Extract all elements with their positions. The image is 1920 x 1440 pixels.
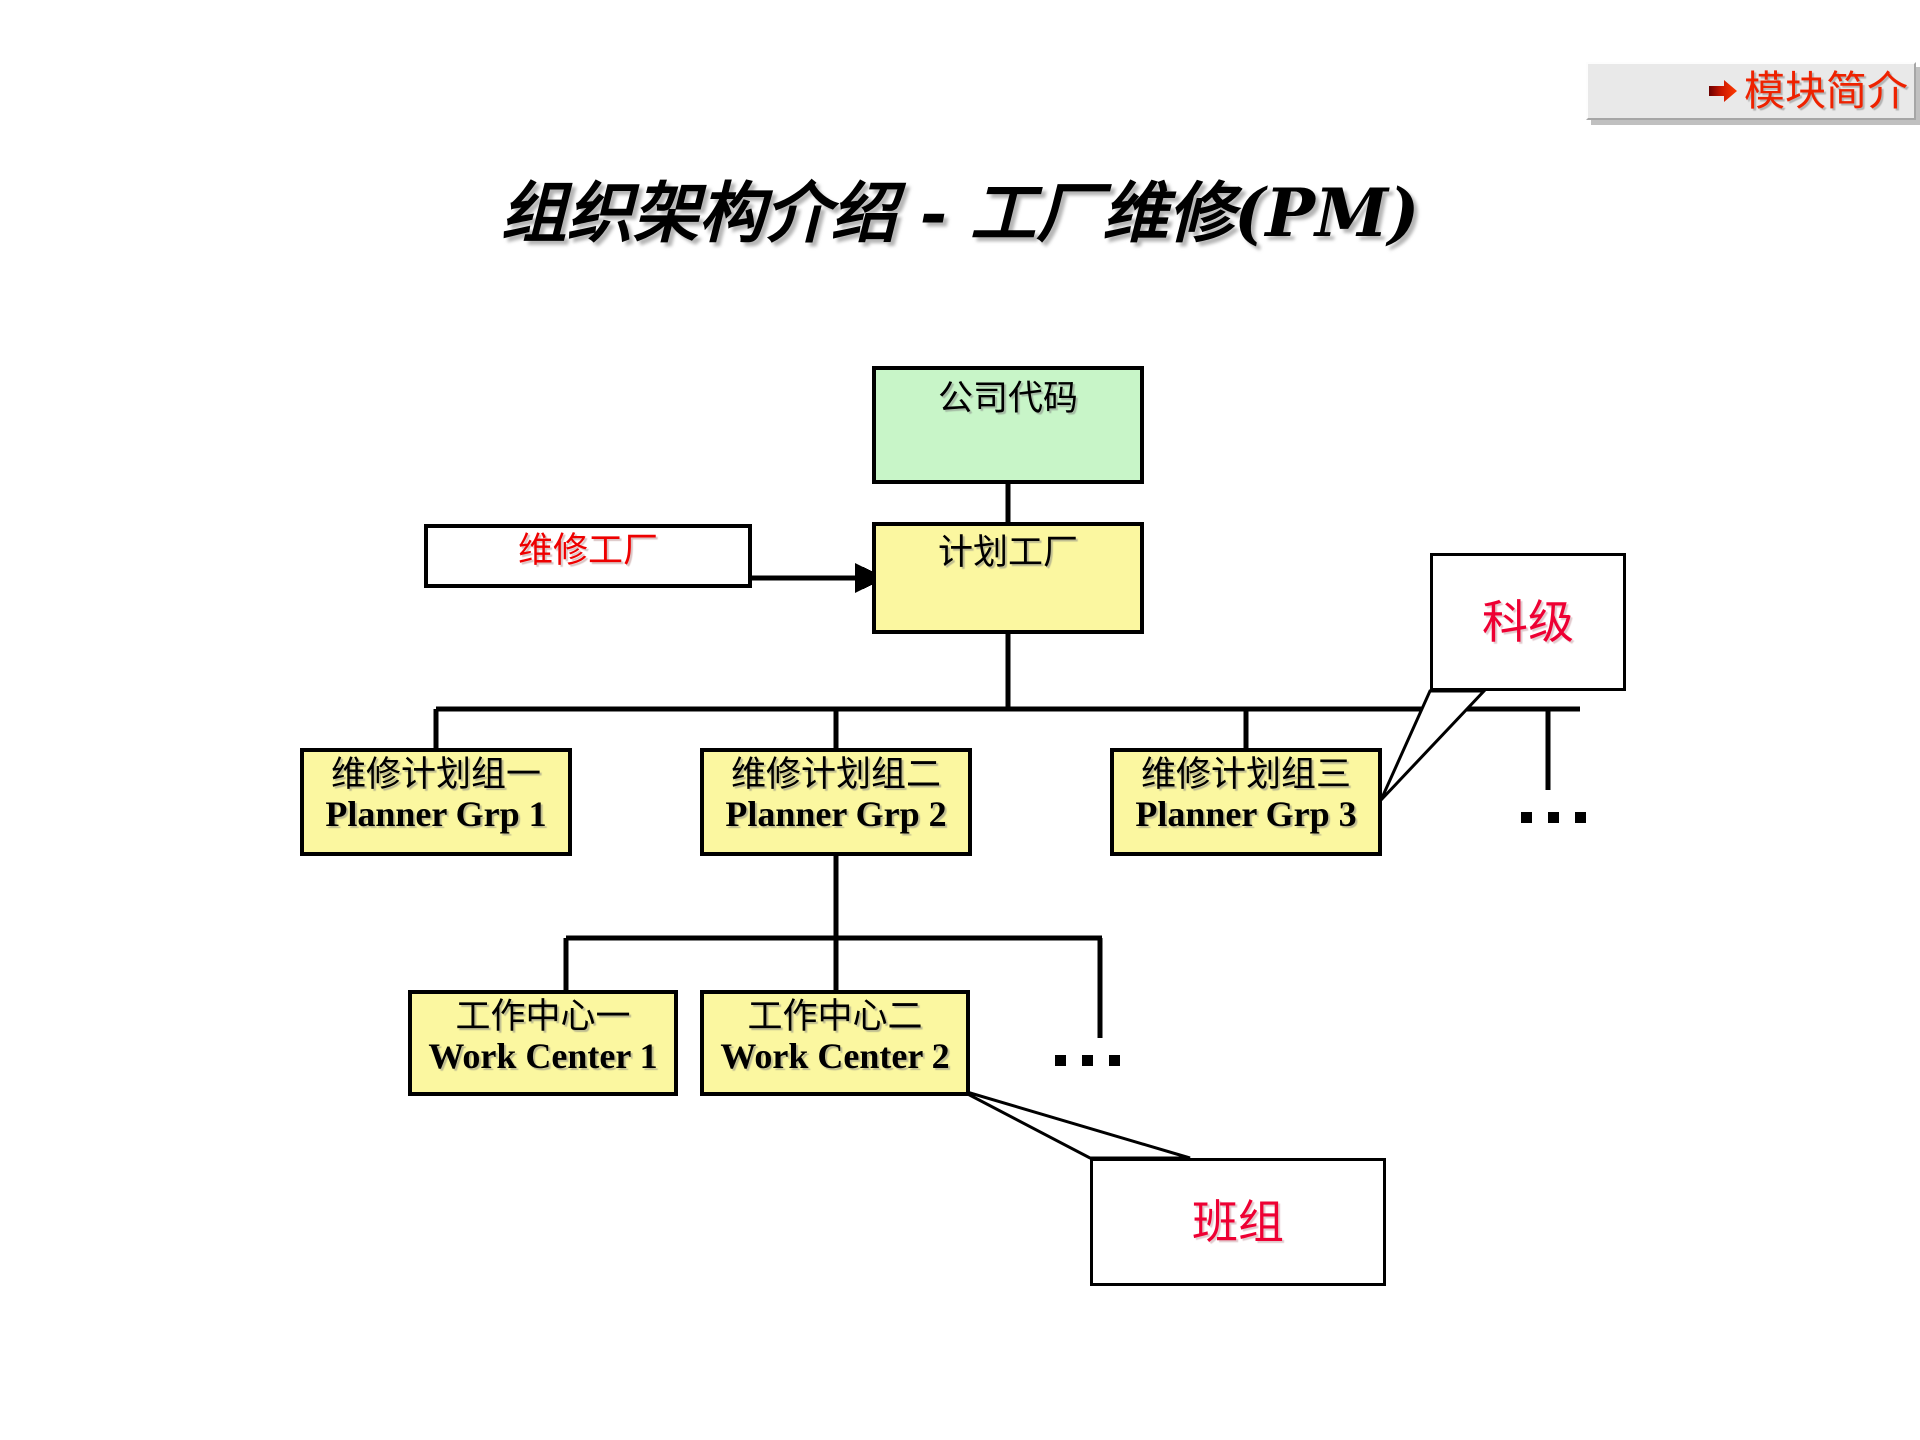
node-work-center-1-label-en: Work Center 1 bbox=[428, 1036, 658, 1077]
node-planner-group-1-label-en: Planner Grp 1 bbox=[325, 794, 547, 835]
ellipsis-dot bbox=[1548, 812, 1559, 823]
callout-tail-section-level bbox=[1379, 689, 1488, 802]
node-work-center-1-label-cn: 工作中心一 bbox=[455, 997, 631, 1037]
node-work-center-2-label-en: Work Center 2 bbox=[720, 1036, 950, 1077]
node-maintenance-plant-label-cn: 维修工厂 bbox=[517, 531, 658, 571]
node-planner-group-3[interactable]: 维修计划组三 Planner Grp 3 bbox=[1110, 748, 1382, 856]
arrow-maintenance-to-planning bbox=[752, 563, 886, 593]
node-work-center-2[interactable]: 工作中心二 Work Center 2 bbox=[700, 990, 970, 1096]
ellipsis-dot bbox=[1055, 1055, 1066, 1066]
node-work-center-1[interactable]: 工作中心一 Work Center 1 bbox=[408, 990, 678, 1096]
page-title: 组织架构介绍 - 工厂维修(PM) bbox=[500, 174, 1420, 252]
callout-section-level-label: 科级 bbox=[1482, 595, 1574, 649]
node-work-center-2-label-cn: 工作中心二 bbox=[747, 997, 923, 1037]
ellipsis-work-center-row bbox=[1055, 1055, 1120, 1066]
node-company-code[interactable]: 公司代码 bbox=[872, 366, 1144, 484]
node-planner-group-1-label-cn: 维修计划组一 bbox=[330, 755, 541, 795]
node-planner-group-3-label-cn: 维修计划组三 bbox=[1140, 755, 1351, 795]
callout-tail-team-group bbox=[959, 1088, 1191, 1160]
ellipsis-dot bbox=[1082, 1055, 1093, 1066]
right-arrow-icon bbox=[1709, 80, 1737, 102]
node-maintenance-plant[interactable]: 维修工厂 bbox=[424, 524, 752, 588]
module-intro-badge[interactable]: 模块简介 bbox=[1586, 62, 1916, 120]
callout-section-level[interactable]: 科级 bbox=[1430, 553, 1626, 691]
node-planning-plant[interactable]: 计划工厂 bbox=[872, 522, 1144, 634]
node-planner-group-2-label-en: Planner Grp 2 bbox=[725, 794, 947, 835]
ellipsis-dot bbox=[1575, 812, 1586, 823]
callout-team-group[interactable]: 班组 bbox=[1090, 1158, 1386, 1286]
node-planner-group-2[interactable]: 维修计划组二 Planner Grp 2 bbox=[700, 748, 972, 856]
node-planning-plant-label-cn: 计划工厂 bbox=[937, 533, 1078, 573]
node-company-code-label-cn: 公司代码 bbox=[937, 379, 1078, 419]
node-planner-group-2-label-cn: 维修计划组二 bbox=[730, 755, 941, 795]
ellipsis-dot bbox=[1521, 812, 1532, 823]
ellipsis-dot bbox=[1109, 1055, 1120, 1066]
ellipsis-planner-row bbox=[1521, 812, 1586, 823]
module-intro-badge-label: 模块简介 bbox=[1744, 66, 1908, 115]
callout-team-group-label: 班组 bbox=[1192, 1195, 1284, 1249]
node-planner-group-3-label-en: Planner Grp 3 bbox=[1135, 794, 1357, 835]
node-planner-group-1[interactable]: 维修计划组一 Planner Grp 1 bbox=[300, 748, 572, 856]
